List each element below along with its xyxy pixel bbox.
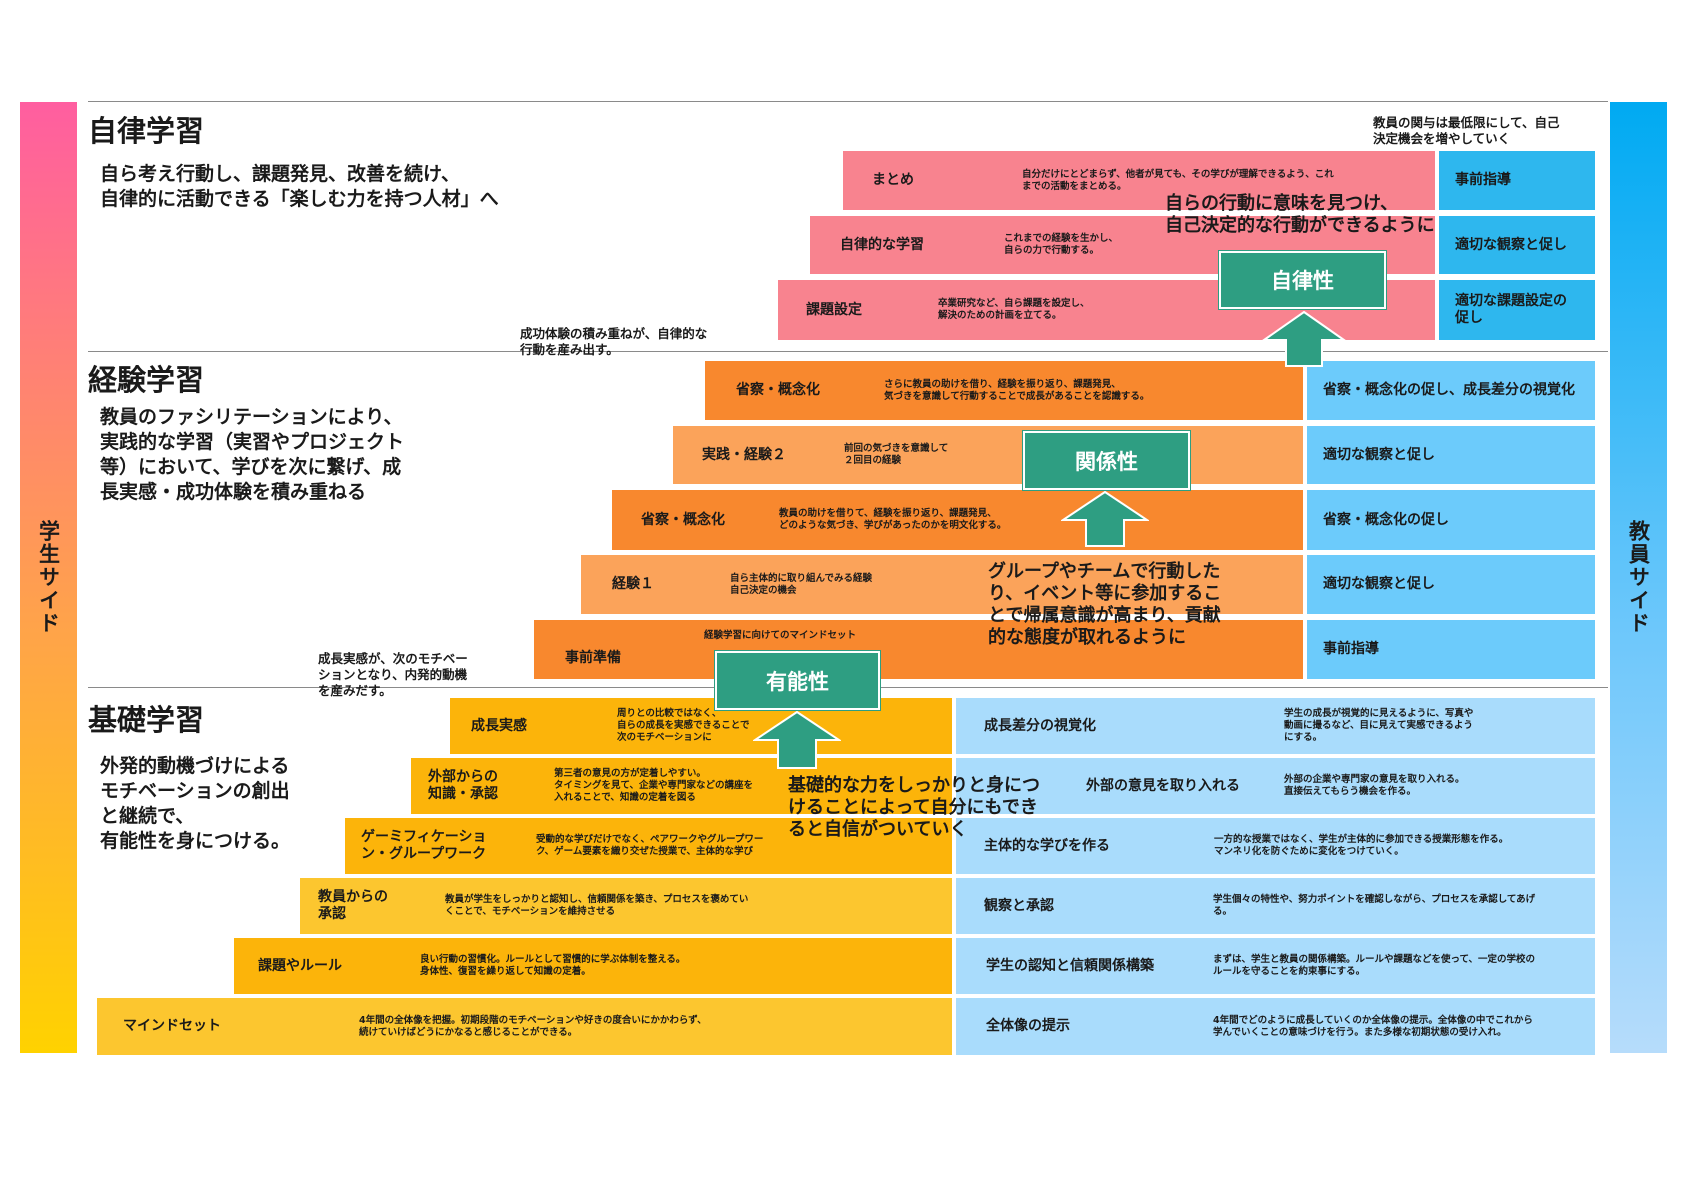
- step-label: 省察・概念化: [736, 382, 820, 398]
- step-label: 成長実感: [471, 717, 527, 734]
- note-growth-motivation: 成長実感が、次のモチベー ションとなり、内発的動機 を産みだす。: [318, 651, 468, 698]
- basic-step-gamification: ゲーミフィケーショ ン・グループワーク 受動的な学びだけでなく、ペアワークやグル…: [345, 818, 952, 874]
- callout-autonomy: 自らの行動に意味を見つけ、 自己決定的な行動ができるように: [1165, 193, 1435, 236]
- section-title-experience: 経験学習: [88, 363, 205, 397]
- step-label: 教員からの 承認: [318, 889, 388, 922]
- experience-step-reflection-2: 省察・概念化 さらに教員の助けを借り、経験を振り返り、課題発見、 気づきを意識し…: [705, 361, 1303, 420]
- autonomy-step-matome: まとめ 自分だけにとどまらず、他者が見ても、その学びが理解できるよう、これ まで…: [843, 151, 1435, 210]
- divider-top: [88, 101, 1608, 102]
- basic-step-external-knowledge: 外部からの 知識・承認 第三者の意見の方が定着しやすい。 タイミングを見て、企業…: [411, 758, 952, 814]
- step-desc: 4年間の全体像を把握。初期段階のモチベーションや好きの度合いにかかわらず、 続け…: [359, 1014, 707, 1038]
- teacher-side-bar: 教員サイド: [1610, 102, 1667, 1053]
- arrow-up-icon: [753, 710, 841, 769]
- experience-teacher-box: 適切な観察と促し: [1307, 426, 1595, 484]
- experience-teacher-box: 適切な観察と促し: [1307, 555, 1595, 614]
- basic-teacher-box: 主体的な学びを作る 一方的な授業ではなく、学生が主体的に参加できる授業形態を作る…: [956, 818, 1595, 874]
- step-label: マインドセット: [123, 1018, 221, 1034]
- section-desc-experience: 教員のファシリテーションにより、 実践的な学習（実習やプロジェクト 等）において…: [100, 406, 405, 503]
- basic-teacher-box: 全体像の提示 4年間でどのように成長していくのか全体像の提示。全体像の中でこれか…: [956, 998, 1595, 1055]
- autonomy-teacher-box: 適切な観察と促し: [1439, 216, 1595, 274]
- step-desc: さらに教員の助けを借り、経験を振り返り、課題発見、 気づきを意識して行動すること…: [884, 378, 1150, 402]
- step-desc: 教員が学生をしっかりと認知し、信頼関係を築き、プロセスを褒めてい くことで、モチ…: [445, 894, 749, 917]
- autonomy-teacher-box: 適切な課題設定の 促し: [1439, 280, 1595, 340]
- step-desc: 前回の気づきを意識して ２回目の経験: [844, 443, 949, 466]
- basic-step-rules: 課題やルール 良い行動の習慣化。ルールとして習慣的に学ぶ体制を整える。 身体性、…: [234, 938, 952, 994]
- basic-teacher-box: 成長差分の視覚化 学生の成長が視覚的に見えるように、写真や 動画に撮るなど、目に…: [956, 698, 1595, 754]
- step-desc: 経験学習に向けてのマインドセット: [704, 630, 857, 641]
- basic-teacher-box: 学生の認知と信頼関係構築 まずは、学生と教員の関係構築。ルールや課題などを使って…: [956, 938, 1595, 994]
- experience-step-preparation: 事前準備 経験学習に向けてのマインドセット: [534, 620, 1303, 679]
- badge-autonomy: 自律性: [1218, 250, 1387, 310]
- experience-step-practice-2: 実践・経験２ 前回の気づきを意識して ２回目の経験: [673, 426, 1303, 484]
- student-side-bar: 学生サイド: [20, 102, 77, 1053]
- step-desc: 第三者の意見の方が定着しやすい。 タイミングを見て、企業や専門家などの講座を 入…: [554, 768, 754, 803]
- basic-step-teacher-approval: 教員からの 承認 教員が学生をしっかりと認知し、信頼関係を築き、プロセスを褒めて…: [300, 878, 952, 934]
- experience-teacher-box: 事前指導: [1307, 620, 1595, 679]
- section-title-autonomy: 自律学習: [88, 114, 205, 148]
- divider-autonomy-experience: [88, 351, 1608, 352]
- step-label: 課題設定: [806, 301, 862, 318]
- step-label: 自律的な学習: [840, 236, 924, 253]
- step-desc: 自分だけにとどまらず、他者が見ても、その学びが理解できるよう、これ までの活動を…: [1022, 168, 1334, 192]
- step-desc: 良い行動の習慣化。ルールとして習慣的に学ぶ体制を整える。 身体性、復習を繰り返し…: [420, 954, 686, 977]
- arrow-up-icon: [1061, 490, 1149, 547]
- badge-competence: 有能性: [714, 650, 881, 711]
- basic-teacher-box: 観察と承認 学生個々の特性や、努力ポイントを確認しながら、プロセスを承認してあげ…: [956, 878, 1595, 934]
- step-label: 事前準備: [565, 650, 621, 666]
- experience-teacher-box: 省察・概念化の促し、成長差分の視覚化: [1307, 361, 1595, 420]
- note-success-experience: 成功体験の積み重ねが、自律的な 行動を産み出す。: [520, 326, 708, 357]
- autonomy-teacher-box: 事前指導: [1439, 151, 1595, 210]
- teacher-side-label: 教員サイド: [1626, 520, 1651, 635]
- step-label: 外部からの 知識・承認: [428, 769, 498, 802]
- step-label: 省察・概念化: [641, 511, 725, 528]
- step-label: 経験１: [612, 576, 654, 592]
- student-side-label: 学生サイド: [36, 520, 61, 635]
- experience-teacher-box: 省察・概念化の促し: [1307, 490, 1595, 550]
- section-desc-basic: 外発的動機づけによる モチベーションの創出 と継続で、 有能性を身につける。: [100, 755, 291, 852]
- step-desc: 受動的な学びだけでなく、ペアワークやグループワー ク、ゲーム要素を織り交ぜた授業…: [536, 834, 764, 857]
- note-teacher-minimal: 教員の関与は最低限にして、自己 決定機会を増やしていく: [1373, 115, 1560, 146]
- step-desc: 周りとの比較ではなく、 自らの成長を実感できることで 次のモチベーションに: [617, 708, 750, 743]
- callout-relatedness: グループやチームで行動した り、イベント等に参加するこ とで帰属意識が高まり、貢…: [988, 561, 1222, 648]
- section-desc-autonomy: 自ら考え行動し、課題発見、改善を続け、 自律的に活動できる「楽しむ力を持つ人材」…: [100, 163, 499, 210]
- section-title-basic: 基礎学習: [88, 703, 205, 737]
- step-desc: 教員の助けを借りて、経験を振り返り、課題発見、 どのような気づき、学びがあったの…: [779, 508, 1007, 531]
- step-label: ゲーミフィケーショ ン・グループワーク: [361, 829, 487, 862]
- experience-step-experience-1: 経験１ 自ら主体的に取り組んでみる経験 自己決定の機会: [581, 555, 1303, 614]
- basic-teacher-box: 外部の意見を取り入れる 外部の企業や専門家の意見を取り入れる。 直接伝えてもらう…: [956, 758, 1595, 814]
- step-desc: 自ら主体的に取り組んでみる経験 自己決定の機会: [730, 572, 873, 596]
- basic-step-mindset: マインドセット 4年間の全体像を把握。初期段階のモチベーションや好きの度合いにか…: [97, 998, 952, 1055]
- callout-competence: 基礎的な力をしっかりと身につ けることによって自分にもでき ると自信がついていく: [788, 775, 1040, 840]
- arrow-up-icon: [1262, 310, 1346, 367]
- step-label: 実践・経験２: [702, 446, 786, 463]
- badge-relatedness: 関係性: [1022, 430, 1191, 491]
- experience-step-reflection-1: 省察・概念化 教員の助けを借りて、経験を振り返り、課題発見、 どのような気づき、…: [612, 490, 1303, 550]
- step-desc: これまでの経験を生かし、 自らの力で行動する。: [1004, 233, 1119, 256]
- step-desc: 卒業研究など、自ら課題を設定し、 解決のための計画を立てる。: [938, 298, 1090, 321]
- step-label: まとめ: [872, 172, 914, 188]
- step-label: 課題やルール: [258, 957, 342, 974]
